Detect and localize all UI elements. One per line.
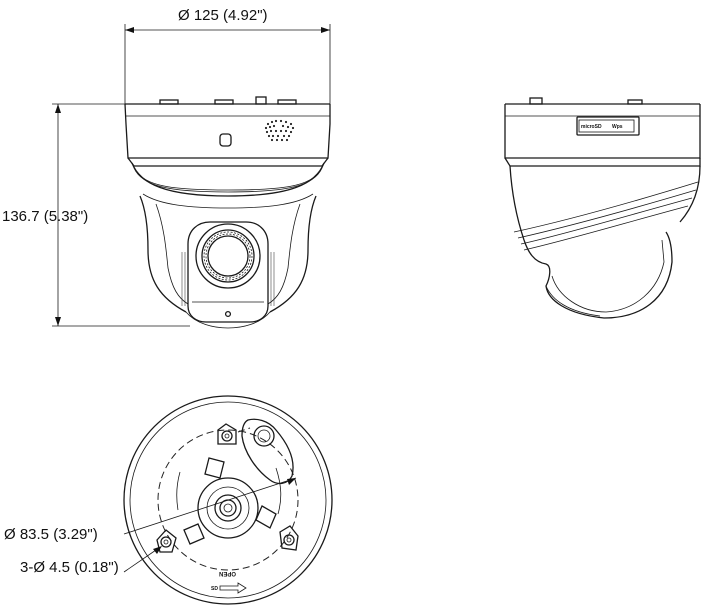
wps-label: Wps: [612, 124, 623, 130]
holes-label: 3-Ø 4.5 (0.18"): [20, 559, 119, 576]
height-label: 136.7 (5.38"): [2, 208, 88, 225]
front-view: Ø 125 (4.92") 136.7 (5.38"): [2, 7, 331, 329]
mount-circle-label: Ø 83.5 (3.29"): [4, 526, 98, 543]
open-mark-label: OPEN: [219, 570, 236, 576]
lens: [195, 223, 261, 289]
microsd-slot: microSD Wps: [576, 116, 640, 136]
speaker-grille: [264, 119, 295, 142]
width-dimension: Ø 125 (4.92"): [124, 7, 331, 104]
side-view: microSD Wps: [504, 97, 701, 319]
width-label: Ø 125 (4.92"): [178, 7, 268, 24]
front-button: [219, 133, 232, 147]
microsd-label: microSD: [581, 124, 602, 130]
height-dimension: 136.7 (5.38"): [2, 103, 190, 327]
mounting-holes: [156, 423, 299, 553]
bottom-view: Ø 83.5 (3.29") 3-Ø 4.5 (0.18") OPEN SD: [4, 395, 333, 605]
open-arrow-mark: OPEN SD: [211, 570, 247, 594]
mount-circle: [157, 429, 299, 571]
open-mark-sub: SD: [211, 586, 218, 592]
